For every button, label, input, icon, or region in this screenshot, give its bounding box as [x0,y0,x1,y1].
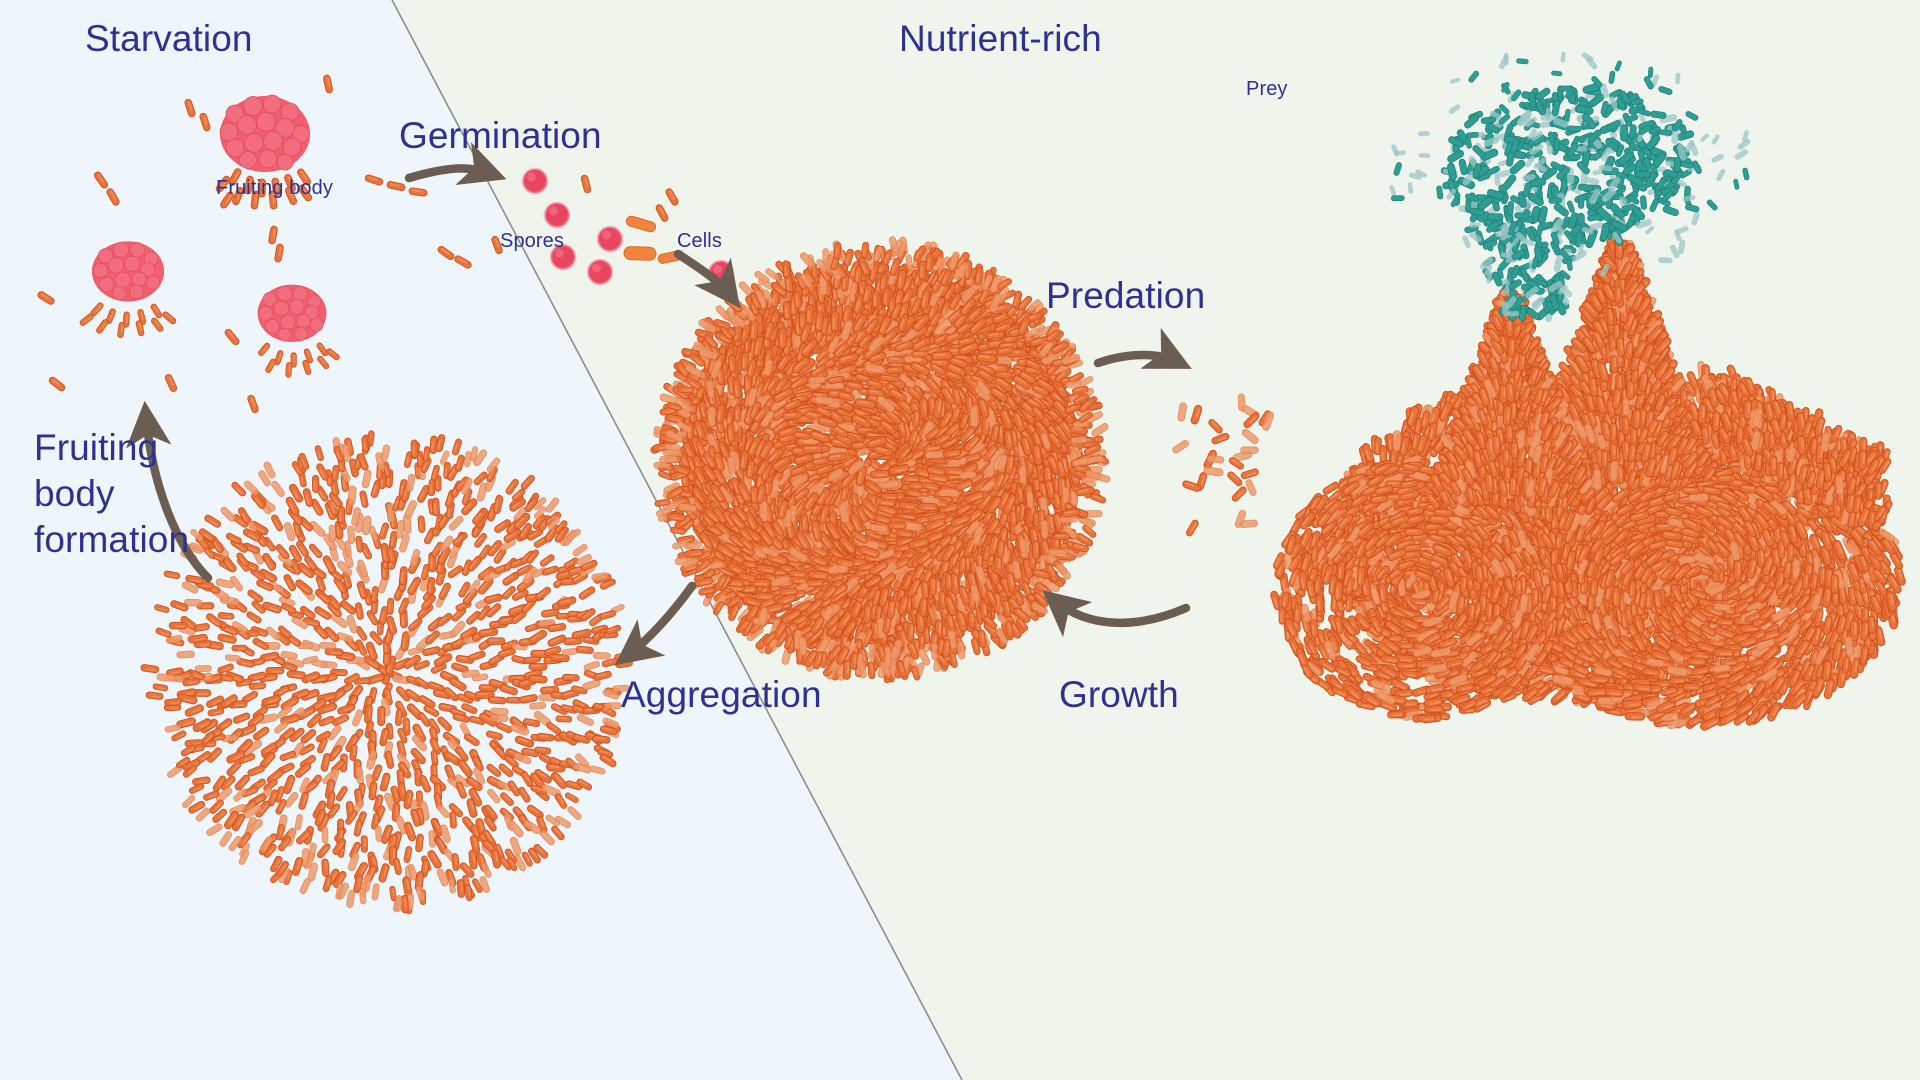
germination-arrow [404,142,507,185]
process-arrows [125,142,1192,666]
starvation-zone-content [36,74,473,478]
object-label-prey: Prey [1246,78,1288,100]
germinating-cell [623,246,657,261]
fruiting-body-spore-head [91,241,165,302]
growth-arrow [1042,590,1191,638]
process-label-aggregation: Aggregation [621,674,822,715]
process-label-predation: Predation [1046,275,1205,316]
cells-to-swarm-arrow [673,249,741,309]
zone-nutrient-rich-background [392,0,1920,1080]
fruiting-body [78,241,178,339]
fruiting-body-formation-arrow [125,400,213,583]
spores-and-cells-group [490,167,735,287]
predation-arrow [1093,327,1192,369]
fruiting-body-spore-head [219,94,310,172]
object-label-fruiting-body: Fruiting body [216,177,333,199]
process-label-fruiting-body-formation: Fruiting body formation [34,425,189,563]
fruiting-body [214,94,314,210]
fruiting-body [256,284,341,378]
fruiting-body-spore-head [257,284,327,342]
spore [586,258,614,286]
spore [543,201,571,229]
aggregation-arrow [614,581,697,666]
zone-title-starvation: Starvation [85,18,253,59]
process-label-germination: Germination [399,115,602,156]
vegetative-cell [625,215,657,233]
germinating-spore [596,225,624,253]
process-label-growth: Growth [1059,674,1179,715]
object-label-spores: Spores [500,230,564,252]
zone-title-nutrient-rich: Nutrient-rich [899,18,1102,59]
spore [521,167,549,195]
object-label-cells: Cells [677,230,722,252]
